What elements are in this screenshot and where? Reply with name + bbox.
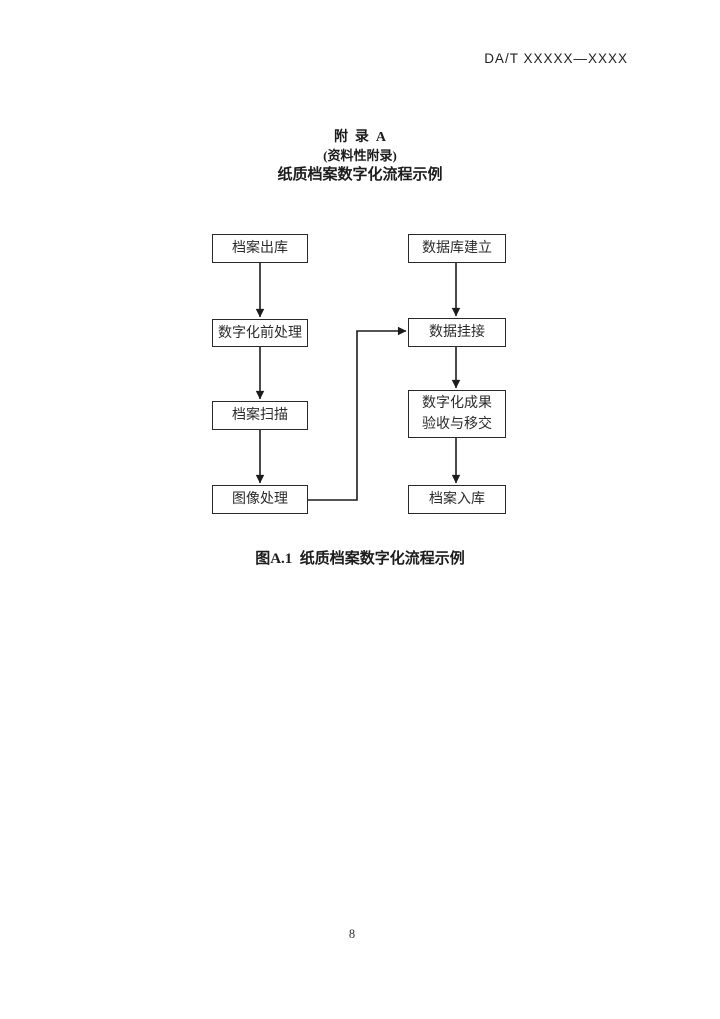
page-number: 8	[348, 927, 356, 941]
flow-node-data-linking: 数据挂接	[408, 318, 506, 347]
arrow-image-processing-to-data-linking	[307, 326, 407, 501]
appendix-heading: 纸质档案数字化流程示例	[277, 167, 443, 183]
flow-node-archive-scanning: 档案扫描	[212, 401, 308, 430]
flow-node-image-processing: 图像处理	[212, 485, 308, 514]
flow-node-archive-storage: 档案入库	[408, 485, 506, 514]
appendix-title: 附 录 A	[333, 130, 387, 145]
flow-node-database-creation: 数据库建立	[408, 234, 506, 263]
figure-caption: 图A.1 纸质档案数字化流程示例	[255, 551, 465, 567]
flow-node-pre-digitization-processing: 数字化前处理	[212, 319, 308, 347]
appendix-subtitle: (资料性附录)	[323, 148, 397, 163]
flow-node-archive-retrieval: 档案出库	[212, 234, 308, 263]
standard-number-header: DA/T XXXXX—XXXX	[484, 51, 628, 66]
flow-node-digitization-acceptance-transfer: 数字化成果 验收与移交	[408, 390, 506, 438]
